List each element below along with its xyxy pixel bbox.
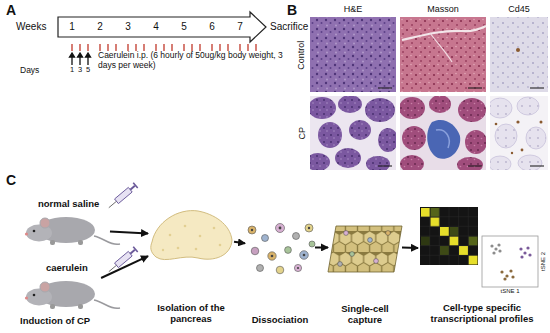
panel-text: tSNE 1 [500,288,519,295]
panel-text: 3 [125,21,131,33]
panel-text: 3 [78,66,82,75]
panel-text: B [287,2,297,18]
panel-text: 1 [69,21,75,33]
panel-text: Induction of CP [20,316,90,327]
step-label: Cell-type specific transcriptional profi… [418,303,546,325]
panel-text: H&E [344,4,363,14]
row-label: CP [297,127,307,140]
panel-text: 7 [237,21,243,33]
panel-text: Caerulein i.p. (6 hourly of 50ug/kg body… [98,51,284,71]
flow-arrow [402,247,418,249]
panel-text: 5 [86,66,90,75]
step-label: Dissociation [245,315,315,326]
panel-text: Sacrifice [270,21,308,33]
step-label: caerulein [46,263,106,274]
step-label: Single-cell capture [324,304,406,326]
panel-text: 6 [209,21,215,33]
panel-text: Cd45 [508,4,530,14]
row-label: Control [297,40,307,69]
step-box: Single-cell capture [328,222,402,272]
flow-arrow [234,242,245,244]
flow-arrow [101,256,148,278]
step-label: Isolation of the pancreas [146,303,236,325]
panel-text: Weeks [16,21,46,33]
step-box: normal saline [28,214,110,244]
step-box: Cell-type specific transcriptional profi… [418,205,540,293]
panel-text: 1 [70,66,74,75]
step-box: caerulein [28,278,110,308]
row-label: tSNE 2 [541,251,548,270]
panel-text: 4 [153,21,159,33]
panel-text: Masson [427,4,459,14]
panel-text: Days [20,66,39,76]
panel-text: 2 [97,21,103,33]
panel-text: C [6,172,16,188]
flow-arrow [110,231,148,233]
step-label: normal saline [38,199,102,210]
panel-text: 5 [181,21,187,33]
flow-arrow [315,246,328,248]
step-box: Dissociation [245,222,315,274]
step-box: Isolation of the pancreas [148,206,234,266]
panel-text: A [6,2,16,18]
